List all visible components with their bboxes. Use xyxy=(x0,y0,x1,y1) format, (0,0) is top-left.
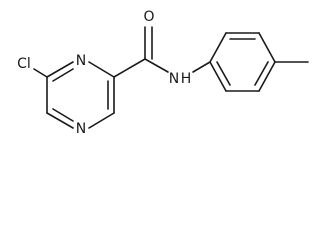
bond-c3-n4 xyxy=(88,112,115,129)
bond-a3-a4 xyxy=(258,32,276,63)
bond-c6-n1 xyxy=(46,61,74,78)
bond-carbonyl-n xyxy=(144,58,169,73)
atom-n-bottom: N xyxy=(76,121,86,137)
bond-a4-a5-inner xyxy=(254,61,269,86)
bond-a4-a5 xyxy=(258,61,276,92)
atom-cl: Cl xyxy=(17,56,31,72)
bond-c6-n1-inner xyxy=(52,68,74,82)
atom-n-top: N xyxy=(76,53,86,69)
bond-n-aryl xyxy=(192,61,211,73)
atom-nh-h: H xyxy=(181,71,192,87)
bond-a6-a1-inner xyxy=(216,61,231,86)
bond-cl-c6 xyxy=(33,68,48,78)
bond-a6-a1 xyxy=(209,61,227,92)
atom-o: O xyxy=(143,9,154,25)
bond-n4-c5-inner xyxy=(52,108,74,122)
bond-c2-carbonyl xyxy=(113,58,146,78)
bond-a1-a2 xyxy=(209,32,227,63)
bond-n1-c2 xyxy=(88,61,115,78)
molecule-diagram: Cl N N O N H xyxy=(17,9,309,137)
bond-n4-c5 xyxy=(46,112,74,129)
atom-nh-n: N xyxy=(169,71,179,87)
structure-canvas: Cl N N O N H xyxy=(17,9,309,137)
